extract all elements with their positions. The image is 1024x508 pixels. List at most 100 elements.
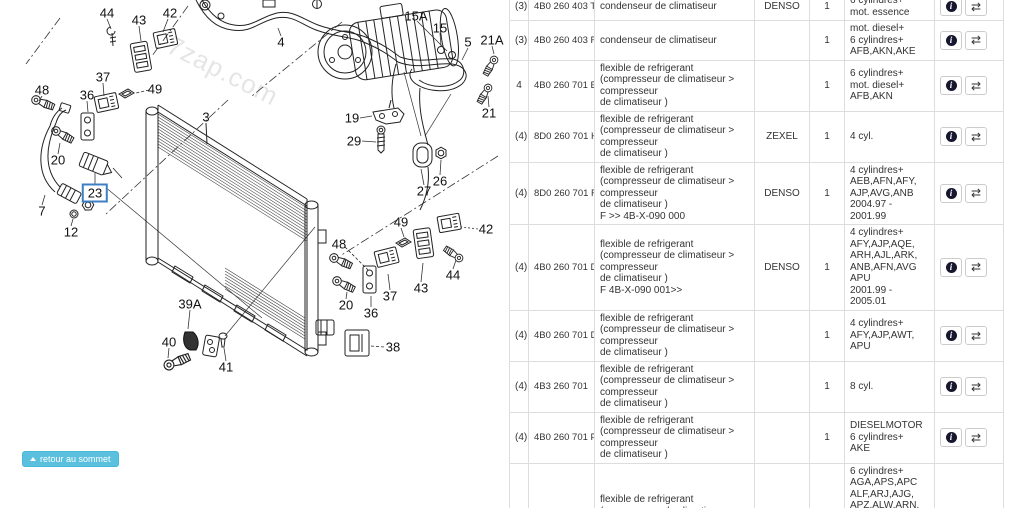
compare-icon: ⇄ bbox=[970, 430, 982, 445]
part-callout-48[interactable]: 48 bbox=[34, 82, 50, 98]
part-brand bbox=[754, 360, 810, 413]
part-number-link[interactable]: 4B0 260 701 P bbox=[528, 411, 595, 464]
part-description: condenseur de climatiseur bbox=[594, 20, 755, 61]
part-callout-41[interactable]: 41 bbox=[218, 359, 234, 375]
compare-button[interactable]: ⇄ bbox=[965, 76, 987, 95]
part-brand bbox=[754, 411, 810, 464]
part-callout-15A[interactable]: 15A bbox=[404, 8, 428, 24]
part-pos: (3) bbox=[509, 0, 529, 21]
part-callout-23[interactable]: 23 bbox=[81, 183, 109, 203]
part-callout-20[interactable]: 20 bbox=[338, 297, 354, 313]
info-button[interactable]: i bbox=[940, 76, 962, 95]
part-callout-42[interactable]: 42 bbox=[478, 221, 494, 237]
part-callout-7[interactable]: 7 bbox=[38, 203, 46, 219]
compare-icon: ⇄ bbox=[970, 33, 982, 48]
part-pos: (4) bbox=[509, 161, 529, 225]
part-models: 4 cylindres+ AFY,AJP,AWT, APU bbox=[844, 309, 935, 362]
part-callout-44[interactable]: 44 bbox=[99, 5, 115, 21]
part-callout-39A[interactable]: 39A bbox=[178, 296, 202, 312]
part-callout-42[interactable]: 42 bbox=[162, 5, 178, 21]
chevron-up-icon bbox=[30, 457, 36, 461]
compare-button[interactable]: ⇄ bbox=[965, 183, 987, 203]
info-button[interactable]: i bbox=[940, 0, 962, 16]
part-brand bbox=[754, 20, 810, 61]
part-callout-26[interactable]: 26 bbox=[432, 173, 448, 189]
part-pos: (4) bbox=[509, 360, 529, 413]
part-callout-20[interactable]: 20 bbox=[50, 152, 66, 168]
part-callout-19[interactable]: 19 bbox=[344, 110, 360, 126]
part-brand bbox=[754, 462, 810, 508]
compare-button[interactable]: ⇄ bbox=[965, 127, 987, 146]
compare-button[interactable]: ⇄ bbox=[965, 428, 987, 447]
compare-button[interactable]: ⇄ bbox=[965, 0, 987, 16]
part-number-link[interactable]: 4B0 260 701 B bbox=[528, 59, 595, 112]
info-button[interactable]: i bbox=[940, 127, 962, 146]
part-models: DIESELMOTOR 6 cylindres+ AKE bbox=[844, 411, 935, 464]
part-callout-21A[interactable]: 21A bbox=[480, 32, 504, 48]
compare-button[interactable]: ⇄ bbox=[965, 257, 987, 277]
part-callout-29[interactable]: 29 bbox=[346, 133, 362, 149]
back-to-top-button[interactable]: retour au sommet bbox=[22, 451, 119, 467]
part-callout-43[interactable]: 43 bbox=[131, 12, 147, 28]
part-callout-36[interactable]: 36 bbox=[79, 87, 95, 103]
part-description: flexible de refrigerant (compresseur de … bbox=[594, 360, 755, 413]
part-row: (4)8D0 260 701 AEflexible de refrigerant… bbox=[509, 462, 1004, 508]
part-callout-3[interactable]: 3 bbox=[202, 109, 210, 125]
part-models: 4 cylindres+ AFY,AJP,AQE, ARH,AJL,ARK, A… bbox=[844, 224, 935, 311]
part-callout-12[interactable]: 12 bbox=[63, 224, 79, 240]
info-icon: i bbox=[945, 187, 957, 199]
part-callout-49[interactable]: 49 bbox=[393, 214, 409, 230]
compare-icon: ⇄ bbox=[970, 328, 982, 343]
part-number-link[interactable]: 4B3 260 701 bbox=[528, 360, 595, 413]
info-button[interactable]: i bbox=[940, 30, 962, 50]
part-number-link[interactable]: 4B0 260 403 T bbox=[528, 0, 595, 21]
info-button[interactable]: i bbox=[940, 183, 962, 203]
part-qty: 1 bbox=[809, 0, 845, 21]
part-callout-5[interactable]: 5 bbox=[464, 34, 472, 50]
part-actions: i⇄ bbox=[934, 360, 1004, 413]
part-description: flexible de refrigerant (compresseur de … bbox=[594, 411, 755, 464]
part-brand: DENSO bbox=[754, 161, 810, 225]
part-number-link[interactable]: 8D0 260 701 H bbox=[528, 110, 595, 163]
part-callout-48[interactable]: 48 bbox=[331, 236, 347, 252]
part-callout-40[interactable]: 40 bbox=[161, 334, 177, 350]
compare-button[interactable]: ⇄ bbox=[965, 30, 987, 50]
part-callout-15[interactable]: 15 bbox=[432, 20, 448, 36]
info-button[interactable]: i bbox=[940, 326, 962, 345]
compare-icon: ⇄ bbox=[970, 260, 982, 275]
compare-button[interactable]: ⇄ bbox=[965, 326, 987, 345]
part-callout-37[interactable]: 37 bbox=[382, 288, 398, 304]
part-number-link[interactable]: 8D0 260 701 AE bbox=[528, 462, 595, 508]
part-number-link[interactable]: 8D0 260 701 F bbox=[528, 161, 595, 225]
part-number-link[interactable]: 4B0 260 701 D bbox=[528, 309, 595, 362]
part-callout-21[interactable]: 21 bbox=[481, 105, 497, 121]
part-description: flexible de refrigerant (compresseur de … bbox=[594, 462, 755, 508]
part-callout-4[interactable]: 4 bbox=[277, 34, 285, 50]
info-button[interactable]: i bbox=[940, 257, 962, 277]
part-qty: 1 bbox=[809, 360, 845, 413]
info-button[interactable]: i bbox=[940, 428, 962, 447]
info-button[interactable]: i bbox=[940, 377, 962, 396]
part-callout-43[interactable]: 43 bbox=[413, 280, 429, 296]
part-callout-37[interactable]: 37 bbox=[95, 69, 111, 85]
part-callout-27[interactable]: 27 bbox=[416, 183, 432, 199]
part-number-link[interactable]: 4B0 260 701 D bbox=[528, 224, 595, 311]
part-callout-49[interactable]: 49 bbox=[147, 81, 163, 97]
part-pos: (4) bbox=[509, 411, 529, 464]
part-actions: i⇄ bbox=[934, 0, 1004, 21]
part-callout-38[interactable]: 38 bbox=[385, 339, 401, 355]
part-number-link[interactable]: 4B0 260 403 R bbox=[528, 20, 595, 61]
part-qty: 1 bbox=[809, 309, 845, 362]
part-callout-44[interactable]: 44 bbox=[445, 267, 461, 283]
part-qty: 1 bbox=[809, 20, 845, 61]
part-callout-36[interactable]: 36 bbox=[363, 305, 379, 321]
part-actions: i⇄ bbox=[934, 110, 1004, 163]
compare-button[interactable]: ⇄ bbox=[965, 377, 987, 396]
part-actions: i⇄ bbox=[934, 161, 1004, 225]
